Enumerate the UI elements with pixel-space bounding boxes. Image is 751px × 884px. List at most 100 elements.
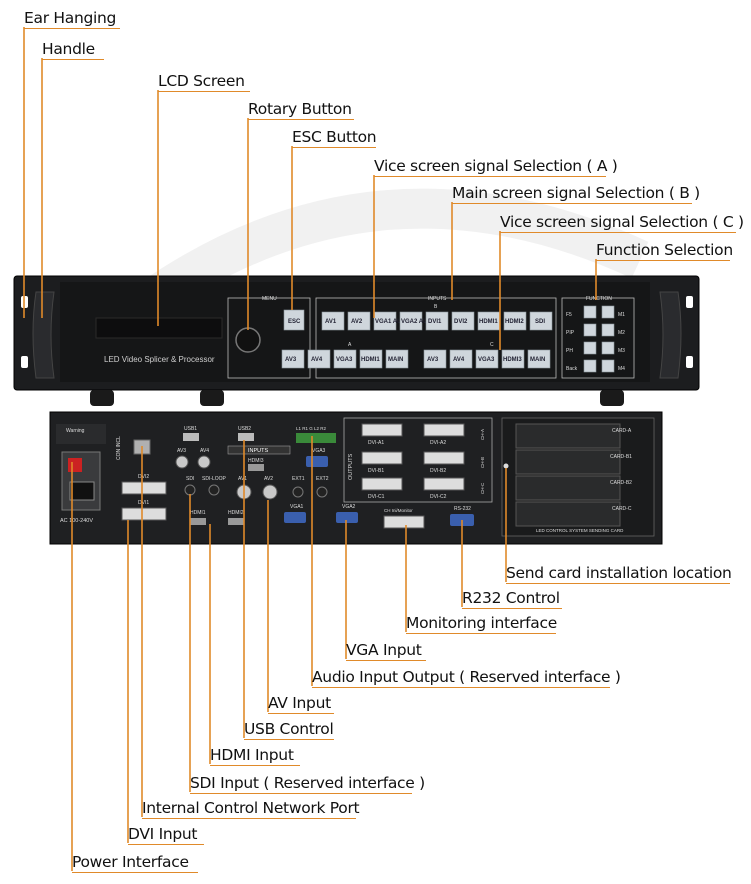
ext2-port[interactable] <box>316 486 328 498</box>
row-b-button[interactable] <box>425 311 449 331</box>
callout-rotary-button: Rotary Button <box>248 100 352 118</box>
vga1-port[interactable] <box>284 512 306 523</box>
av4-port[interactable] <box>197 455 211 469</box>
leader-lines <box>23 27 597 871</box>
func-right-label: M3 <box>618 348 625 354</box>
row-c-button[interactable] <box>527 349 551 369</box>
av2-port[interactable] <box>262 484 278 500</box>
dvi-output-port[interactable] <box>423 423 465 437</box>
callout-send-card: Send card installation location <box>506 564 732 582</box>
usb1-port[interactable] <box>183 433 199 441</box>
row-c-button[interactable] <box>501 349 525 369</box>
row-c-label: VGA3 <box>478 357 495 363</box>
ext1-port[interactable] <box>292 486 304 498</box>
sdi-port[interactable] <box>184 484 196 496</box>
row-b-button[interactable] <box>321 311 345 331</box>
sdi-loop-port[interactable] <box>208 484 220 496</box>
vga3-port[interactable] <box>306 456 328 467</box>
row-b-button[interactable] <box>347 311 371 331</box>
row-a-button[interactable] <box>307 349 331 369</box>
rotary-knob[interactable] <box>235 327 261 353</box>
row-c-label: MAIN <box>530 357 545 363</box>
func-button[interactable] <box>583 341 597 355</box>
row-c-button[interactable] <box>423 349 447 369</box>
func-button[interactable] <box>583 359 597 373</box>
callout-power-interface: Power Interface <box>72 853 189 871</box>
func-left-label: F5 <box>566 312 572 318</box>
inputs-label: INPUTS <box>428 296 447 302</box>
func-button[interactable] <box>583 323 597 337</box>
dvi1-port[interactable] <box>121 507 167 521</box>
outputs-label: OUTPUTS <box>348 453 354 480</box>
func-button[interactable] <box>601 341 615 355</box>
row-b-button[interactable] <box>451 311 475 331</box>
esc-key[interactable] <box>283 309 305 331</box>
callout-vice-a: Vice screen signal Selection ( A ) <box>374 157 618 175</box>
row-b-button[interactable] <box>373 311 397 331</box>
power-label: AC 100-240V <box>60 518 93 524</box>
ear-hole-right-top <box>686 296 693 308</box>
dvi-output-port[interactable] <box>423 477 465 491</box>
row-b-button[interactable] <box>399 311 423 331</box>
usb2-port[interactable] <box>238 433 254 441</box>
front-foot <box>90 390 114 406</box>
func-button[interactable] <box>601 305 615 319</box>
card-slot <box>515 501 621 527</box>
row-c-button[interactable] <box>449 349 473 369</box>
power-switch[interactable] <box>68 458 82 472</box>
ch-label: CH-C <box>480 482 485 494</box>
row-c-button[interactable] <box>475 349 499 369</box>
rear-unit: Warning AC 100-240V CON INCL USB1 USB2 I… <box>49 411 663 545</box>
row-a-button[interactable] <box>359 349 383 369</box>
group-a-label: A <box>348 342 352 348</box>
row-b-button[interactable] <box>503 311 527 331</box>
row-b-buttons: AV1 AV2 VGA1 AUTO VGA2 AUTO DVI1 DVI2 HD… <box>321 311 553 331</box>
row-a-button[interactable] <box>385 349 409 369</box>
card-marker <box>503 463 509 469</box>
usb2-label: USB2 <box>238 426 251 432</box>
audio-terminal[interactable] <box>296 433 336 443</box>
hdmi1-port[interactable] <box>190 518 206 525</box>
func-button[interactable] <box>601 359 615 373</box>
row-a-label: MAIN <box>388 357 403 363</box>
callout-monitoring: Monitoring interface <box>406 614 557 632</box>
row-a-button[interactable] <box>281 349 305 369</box>
card-slot <box>515 449 621 475</box>
underline <box>462 608 562 609</box>
row-b-button[interactable] <box>529 311 553 331</box>
row-c-buttons: AV3 AV4 VGA3 HDMI3 MAIN <box>423 349 551 369</box>
card-caption: LED CONTROL SYSTEM SENDING CARD <box>536 528 624 533</box>
dvi-output-label: DVI-A1 <box>368 440 384 446</box>
callout-av-input: AV Input <box>268 694 331 712</box>
func-button[interactable] <box>601 323 615 337</box>
func-button[interactable] <box>583 305 597 319</box>
hdmi2-label: HDMI2 <box>228 510 244 516</box>
underline <box>374 176 606 177</box>
callout-hdmi-input: HDMI Input <box>210 746 294 764</box>
ext1-label: EXT1 <box>292 476 305 482</box>
dvi2-port[interactable] <box>121 481 167 495</box>
dvi-output-port[interactable] <box>361 423 403 437</box>
vga3-label: VGA3 <box>312 448 326 454</box>
dvi-output-port[interactable] <box>361 451 403 465</box>
hdmi3-port[interactable] <box>248 464 264 471</box>
monitor-port[interactable] <box>383 515 425 529</box>
dvi-output-port[interactable] <box>361 477 403 491</box>
underline <box>452 203 692 204</box>
esc-key-label: ESC <box>288 319 301 325</box>
function-buttons: F5 PIP PH Back M1 M2 M3 M4 <box>566 305 625 373</box>
dvi-output-label: DVI-A2 <box>430 440 446 446</box>
func-right-label: M2 <box>618 330 625 336</box>
underline <box>268 713 334 714</box>
hdmi2-port[interactable] <box>228 518 244 525</box>
av3-port[interactable] <box>175 455 189 469</box>
av1-label: AV1 <box>238 476 247 482</box>
dvi-output-port[interactable] <box>423 451 465 465</box>
menu-box <box>227 297 311 379</box>
row-b-label: AV2 <box>351 319 363 325</box>
row-a-button[interactable] <box>333 349 357 369</box>
group-b-label: B <box>434 304 438 310</box>
row-c-label: AV3 <box>427 357 439 363</box>
row-b-label: HDMI2 <box>505 319 524 325</box>
vga2-port[interactable] <box>336 512 358 523</box>
